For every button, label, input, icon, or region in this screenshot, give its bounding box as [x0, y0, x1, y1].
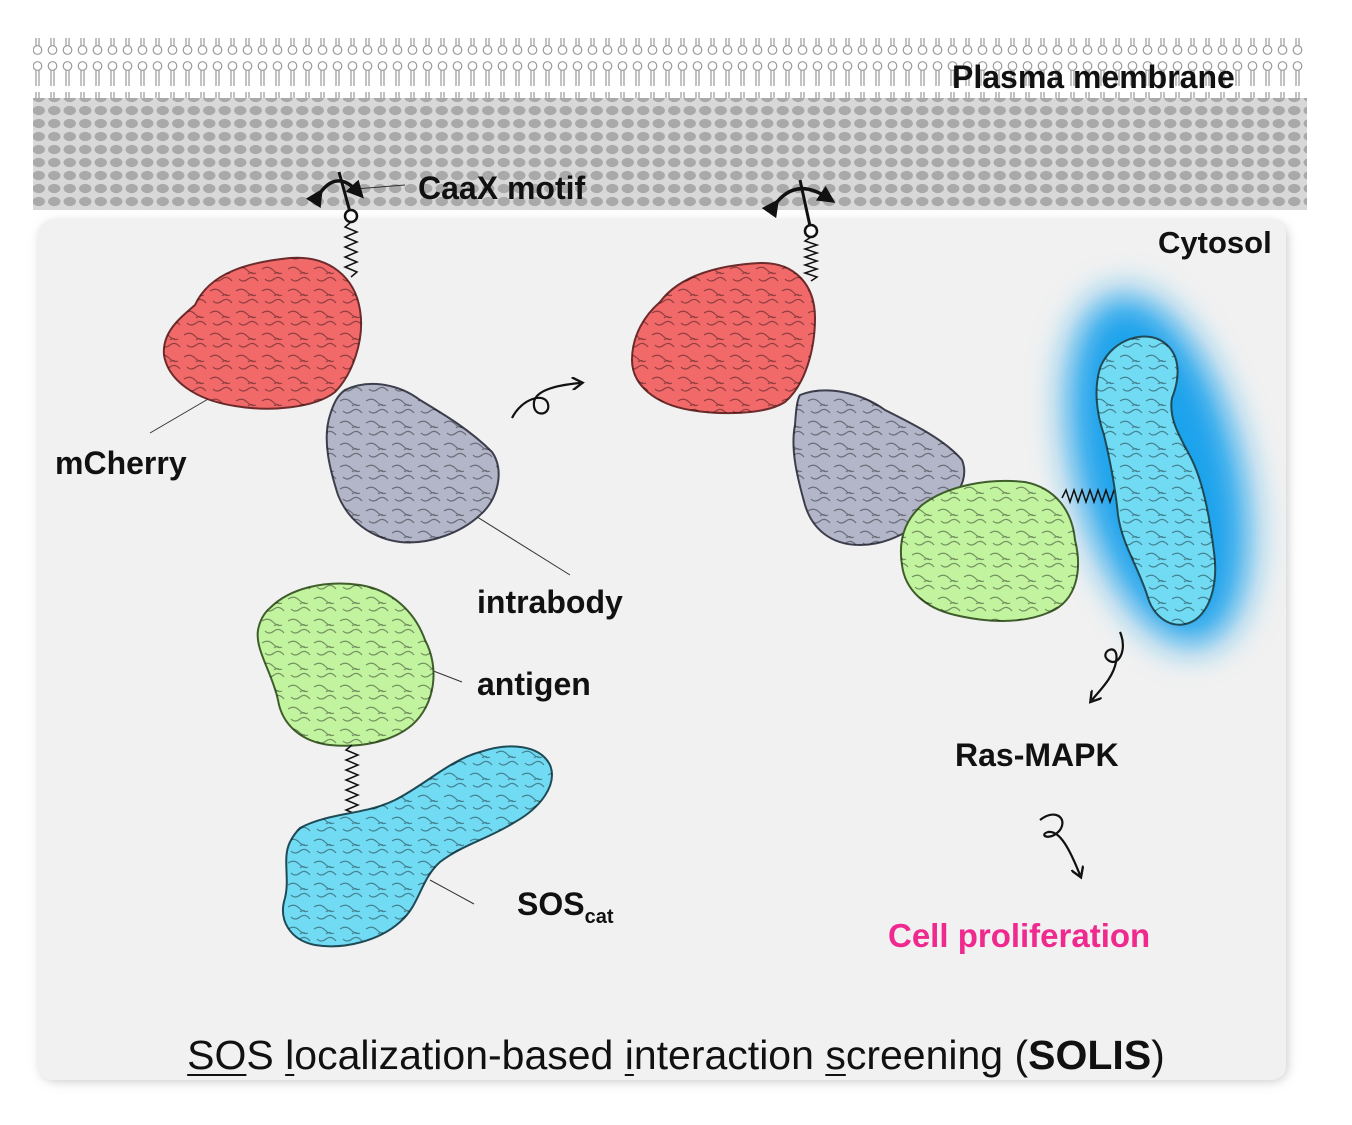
caption-part: ) — [1151, 1032, 1165, 1078]
mcherry-protein-right — [630, 261, 817, 415]
soscat-label: SOScat — [517, 888, 613, 927]
caption-part: l — [285, 1032, 295, 1078]
mcherry-label: mCherry — [55, 445, 187, 481]
cytosol-label: Cytosol — [1158, 225, 1272, 260]
caption-part: ocalization-based — [294, 1032, 625, 1078]
sos-leader — [429, 879, 475, 905]
spring-linker-icon — [802, 236, 820, 282]
curly-arrow-icon — [511, 383, 580, 419]
antigen-protein-right — [899, 479, 1079, 622]
figure-caption: SOS localization-based interaction scree… — [0, 1032, 1352, 1078]
spring-linker-icon — [343, 221, 359, 278]
ras-mapk-label: Ras-MAPK — [955, 737, 1119, 773]
membrane-anchor-icon — [305, 179, 364, 209]
caption-part: s — [825, 1032, 846, 1078]
soscat-protein-left — [282, 745, 553, 948]
spring-linker-icon — [344, 744, 360, 821]
soscat-protein-right — [1095, 335, 1217, 626]
caption-part: i — [624, 1032, 634, 1078]
intrabody-label: intrabody — [477, 584, 623, 620]
curly-arrow-icon — [1039, 813, 1080, 875]
curly-arrow-icon — [1092, 631, 1125, 700]
plasma-membrane-label: Plasma membrane — [952, 59, 1235, 95]
caption-part: nteraction — [633, 1032, 826, 1078]
left-anchor — [305, 171, 364, 278]
spring-linker-icon — [1061, 487, 1123, 505]
caax-motif-label: CaaX motif — [418, 170, 586, 206]
caption-part: creening ( — [845, 1032, 1029, 1078]
membrane-anchor-icon — [761, 185, 836, 219]
mcherry-leader — [149, 394, 216, 434]
plasma-membrane — [33, 38, 1307, 210]
antigen-protein-left — [256, 582, 435, 821]
cell-proliferation-label: Cell proliferation — [888, 917, 1151, 954]
antigen-label: antigen — [477, 666, 591, 702]
caption-part: SO — [187, 1032, 247, 1078]
intrabody-protein-left — [325, 383, 500, 544]
soscat-label-sub: cat — [584, 906, 614, 928]
right-anchor — [761, 179, 836, 282]
caption-part: S — [246, 1032, 286, 1078]
mcherry-protein-left — [162, 256, 362, 410]
caption-acronym: SOLIS — [1028, 1032, 1152, 1078]
soscat-label-main: SOS — [517, 886, 585, 922]
